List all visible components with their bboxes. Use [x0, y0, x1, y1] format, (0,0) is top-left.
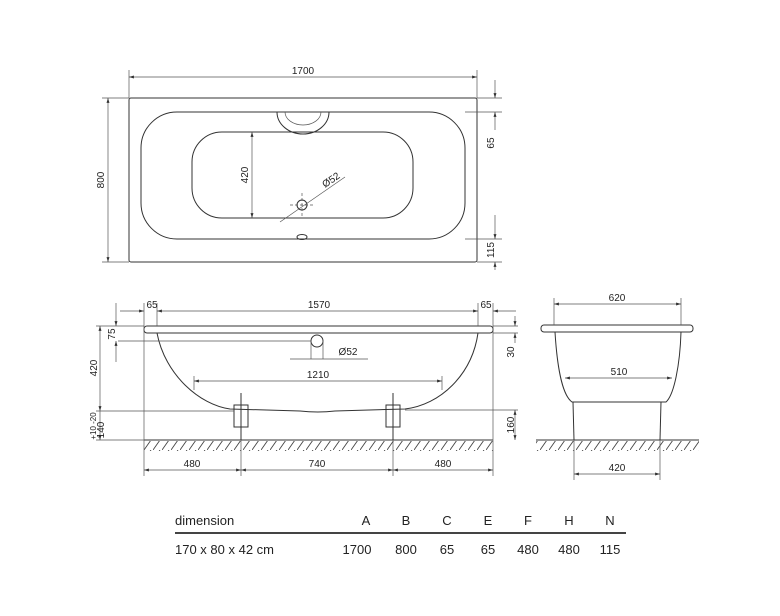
- table-header-dimension: dimension: [175, 513, 234, 528]
- dim-foot-left: 480: [184, 459, 201, 470]
- dim-overflow: Ø52: [339, 347, 358, 358]
- dim-leg-height: 160: [506, 416, 517, 433]
- dim-leg-range: +10 -20: [89, 412, 98, 440]
- table-header: F: [524, 513, 532, 528]
- table-cell: 480: [558, 542, 580, 557]
- table-cell: 115: [600, 542, 621, 557]
- table-header: C: [442, 513, 451, 528]
- overflow-outlet: [276, 111, 330, 135]
- table-header: E: [484, 513, 493, 528]
- dim-inner-length: 1570: [308, 300, 331, 311]
- dim-end-width: 620: [609, 293, 626, 304]
- table-cell-size: 170 x 80 x 42 cm: [175, 542, 274, 557]
- dim-width: 800: [96, 171, 107, 188]
- dimension-table: dimension A B C E F H N 170 x 80 x 42 cm…: [175, 513, 626, 557]
- table-header: H: [564, 513, 573, 528]
- table-cell: 65: [481, 542, 495, 557]
- dim-length: 1700: [292, 66, 315, 77]
- dim-overflow-height: 75: [107, 328, 118, 340]
- dim-floor-length: 1210: [307, 370, 330, 381]
- table-cell: 1700: [343, 542, 372, 557]
- dim-end-floor: 510: [611, 367, 628, 378]
- table-cell: 65: [440, 542, 454, 557]
- dim-rim-top: 65: [486, 137, 497, 149]
- dim-foot-right: 480: [435, 459, 452, 470]
- dim-foot-spacing: 740: [309, 459, 326, 470]
- side-view: 65 1570 65 Ø52 75 420 +10 -20 140 30 160…: [89, 300, 518, 476]
- dim-rim-left: 65: [146, 300, 158, 311]
- end-view: 620 510 420: [536, 293, 699, 480]
- dim-rim-bottom: 115: [486, 242, 497, 258]
- overflow-icon: [310, 334, 324, 348]
- table-header: B: [402, 513, 411, 528]
- table-header: A: [362, 513, 371, 528]
- dim-rim-thickness: 30: [506, 346, 517, 358]
- dim-drain: Ø52: [321, 171, 343, 191]
- top-view: 1700 800 420 Ø52 65 115: [96, 66, 502, 270]
- dim-end-feet: 420: [609, 463, 626, 474]
- dim-floor-width: 420: [240, 166, 251, 183]
- table-cell: 480: [517, 542, 539, 557]
- table-header: N: [605, 513, 614, 528]
- dim-leg-base: 140: [96, 421, 107, 438]
- dim-depth: 420: [89, 359, 100, 376]
- table-cell: 800: [395, 542, 417, 557]
- dim-rim-right: 65: [480, 300, 492, 311]
